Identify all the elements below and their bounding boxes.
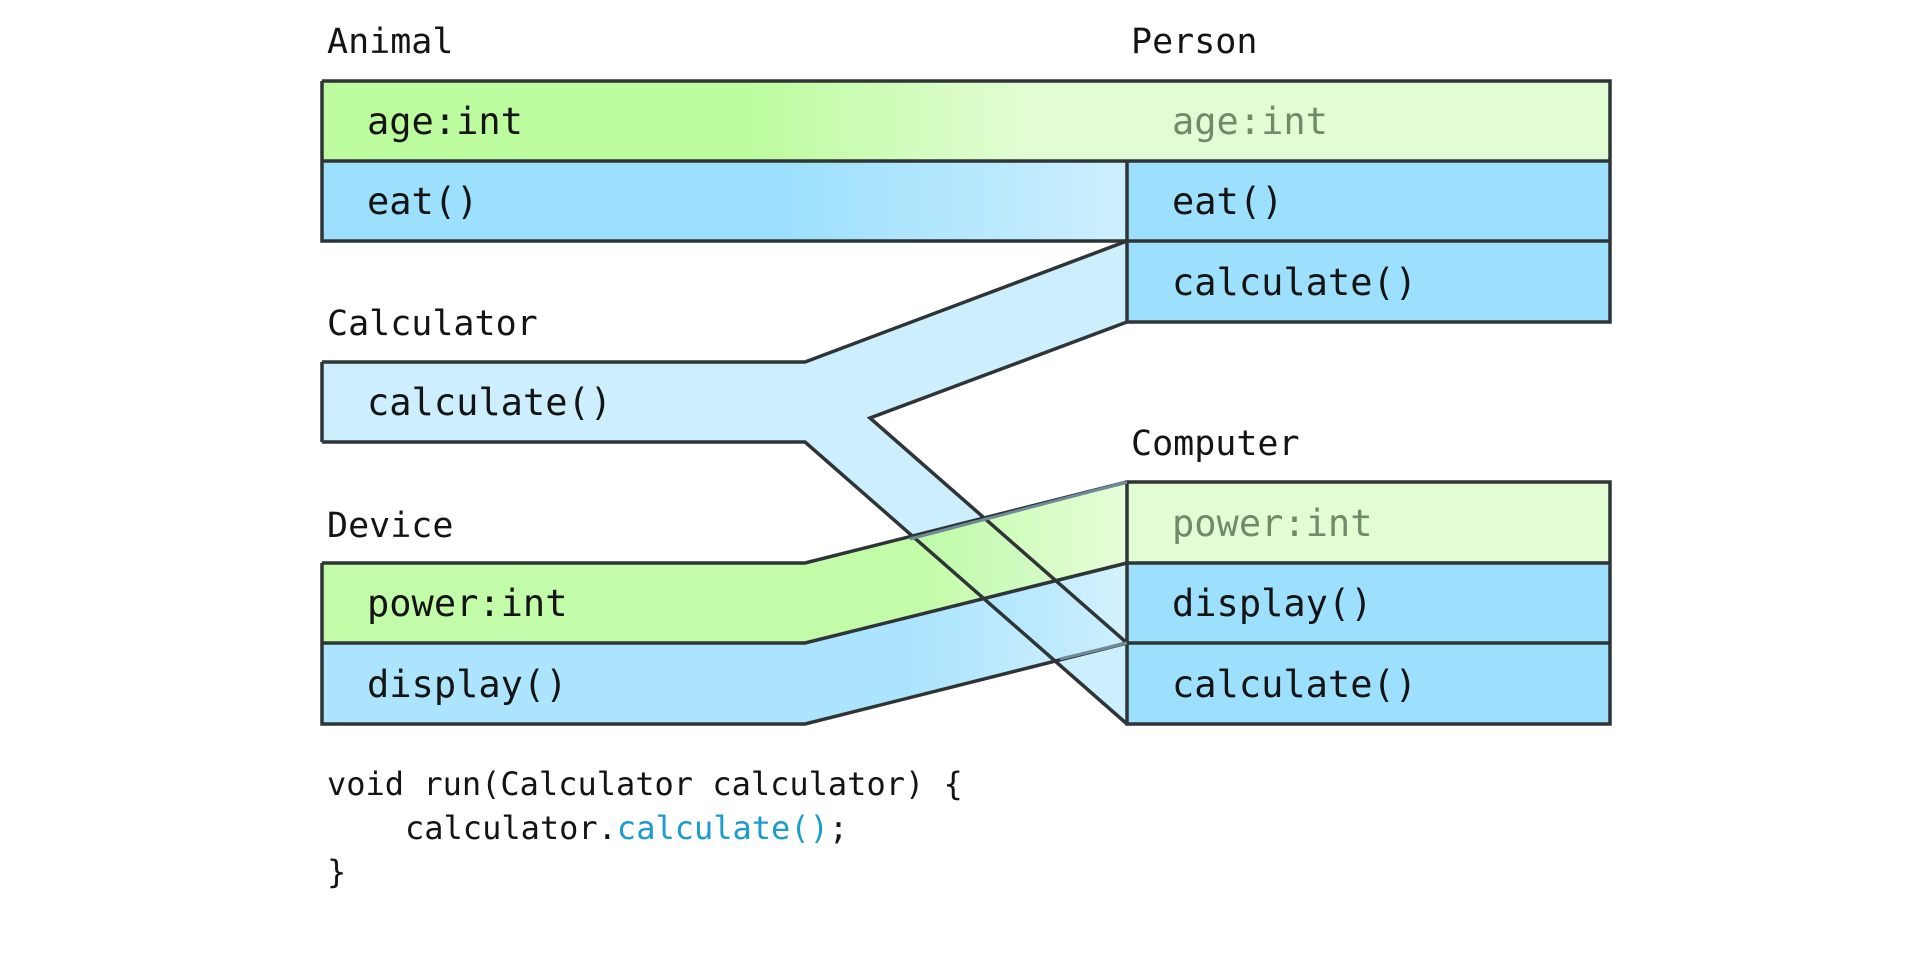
computer-power-cell bbox=[1127, 482, 1610, 563]
person-eat-cell bbox=[1127, 161, 1610, 241]
computer-member-power: power:int bbox=[1172, 502, 1372, 545]
device-class-title: Device bbox=[327, 506, 453, 546]
code-line-signature: void run(Calculator calculator) { bbox=[327, 765, 963, 803]
calculator-member-calculate: calculate() bbox=[367, 381, 612, 424]
calculator-outline bbox=[320, 239, 1129, 726]
device-member-power: power:int bbox=[367, 582, 567, 625]
person-calculate-cell bbox=[1127, 241, 1610, 322]
person-class-title: Person bbox=[1131, 22, 1257, 62]
calculator-calculate-connector bbox=[322, 241, 1127, 724]
animal-class-title: Animal bbox=[327, 22, 453, 62]
animal-member-eat: eat() bbox=[367, 180, 478, 223]
animal-person-outline bbox=[320, 79, 1612, 324]
code-line-call: calculator.calculate(); bbox=[327, 806, 963, 850]
computer-member-display: display() bbox=[1172, 582, 1372, 625]
age-field-band bbox=[322, 81, 1610, 161]
device-member-display: display() bbox=[367, 663, 567, 706]
calculator-class-title: Calculator bbox=[327, 304, 538, 344]
computer-class-title: Computer bbox=[1131, 424, 1300, 464]
animal-eat-band bbox=[322, 161, 1127, 241]
code-call-method: calculate() bbox=[616, 809, 829, 847]
computer-member-calculate: calculate() bbox=[1172, 663, 1417, 706]
animal-member-age: age:int bbox=[367, 100, 523, 143]
code-call-terminator: ; bbox=[828, 809, 849, 847]
code-line-closing-brace: } bbox=[327, 853, 347, 891]
code-call-receiver: calculator. bbox=[405, 809, 617, 847]
crossing-line-lower bbox=[1059, 641, 1128, 661]
computer-calculate-cell bbox=[1127, 643, 1610, 724]
device-power-connector bbox=[322, 482, 1127, 643]
person-member-calculate: calculate() bbox=[1172, 261, 1417, 304]
computer-display-cell bbox=[1127, 563, 1610, 643]
person-member-age: age:int bbox=[1172, 100, 1328, 143]
crossing-line-upper bbox=[909, 480, 1128, 541]
person-member-eat: eat() bbox=[1172, 180, 1283, 223]
code-snippet: void run(Calculator calculator) {calcula… bbox=[327, 762, 963, 894]
